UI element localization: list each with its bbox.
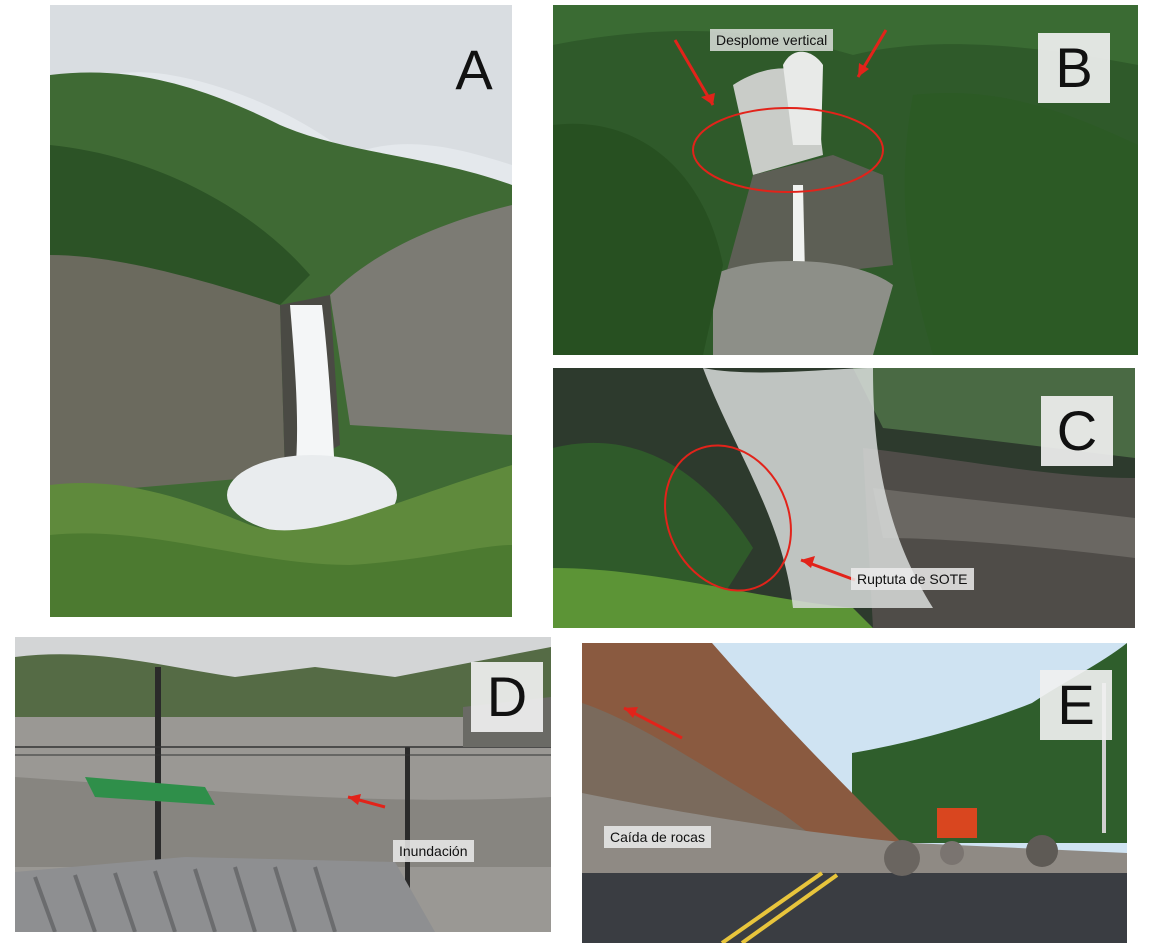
red-ellipse-highlight — [664, 444, 792, 592]
red-arrow-icon — [858, 63, 869, 77]
aerial-collapse-photo — [553, 5, 1138, 355]
photo-panel-a: A — [50, 5, 512, 617]
red-arrow-icon — [801, 556, 815, 568]
panel-letter-d: D — [471, 662, 543, 732]
red-arrow-icon — [624, 707, 638, 718]
label-ruptura-sote: Ruptuta de SOTE — [851, 568, 974, 590]
photo-panel-b: Desplome vertical B — [553, 5, 1138, 355]
pipeline-rupture-photo — [553, 368, 1135, 628]
red-ellipse-highlight — [692, 107, 884, 193]
label-inundacion: Inundación — [393, 840, 474, 862]
label-desplome-vertical: Desplome vertical — [710, 29, 834, 51]
red-arrow-icon — [348, 794, 361, 805]
label-caida-rocas: Caída de rocas — [604, 826, 711, 848]
photo-panel-e: Caída de rocas E — [582, 643, 1127, 943]
panel-letter-b: B — [1038, 33, 1110, 103]
photo-panel-c: Ruptuta de SOTE C — [553, 368, 1135, 628]
panel-letter-c: C — [1041, 396, 1113, 466]
panel-letter-e: E — [1040, 670, 1112, 740]
waterfall-photo — [50, 5, 512, 617]
rockfall-photo — [582, 643, 1127, 943]
red-arrow-icon — [701, 93, 715, 105]
flood-photo — [15, 637, 551, 932]
panel-letter-a: A — [455, 38, 493, 101]
photo-panel-d: Inundación D — [15, 637, 551, 932]
